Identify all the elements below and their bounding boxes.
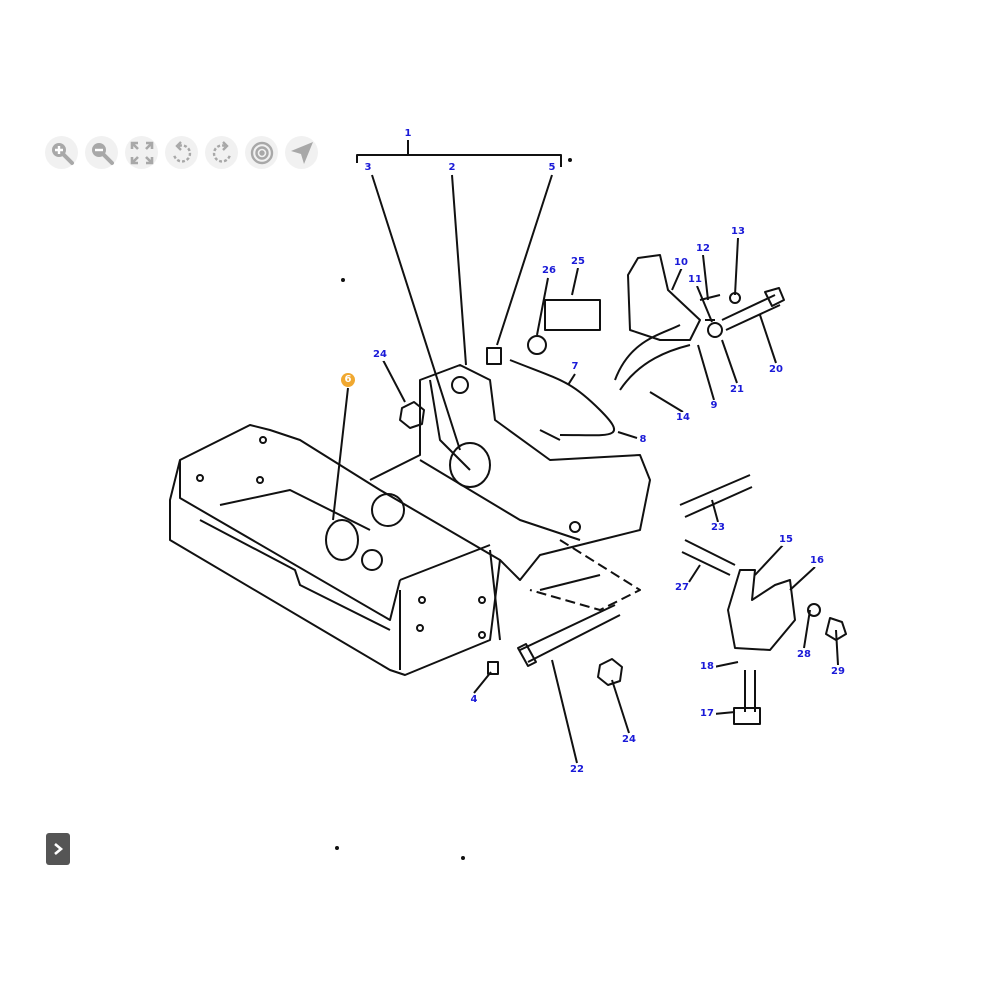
callout-21[interactable]: 21 [728, 384, 746, 396]
callout-23[interactable]: 23 [709, 522, 727, 534]
zoom-in-icon [51, 142, 74, 165]
callout-27[interactable]: 27 [673, 582, 691, 594]
callout-9[interactable]: 9 [708, 400, 720, 412]
zoom-in-button[interactable] [45, 136, 78, 169]
callout-22[interactable]: 22 [568, 764, 586, 776]
callout-10[interactable]: 10 [672, 257, 690, 269]
rotate-left-icon [172, 140, 191, 163]
callout-2[interactable]: 2 [446, 162, 458, 174]
stud-23 [679, 474, 753, 518]
navigate-button[interactable] [285, 136, 318, 169]
zoom-out-icon [91, 142, 114, 165]
callout-24[interactable]: 24 [620, 734, 638, 746]
callout-11[interactable]: 11 [686, 274, 704, 286]
callout-15[interactable]: 15 [777, 534, 795, 546]
callout-7[interactable]: 7 [569, 361, 581, 373]
callout-20[interactable]: 20 [767, 364, 785, 376]
callout-17[interactable]: 17 [698, 708, 716, 720]
callout-26[interactable]: 26 [540, 265, 558, 277]
viewer-toolbar [45, 136, 318, 169]
callout-16[interactable]: 16 [808, 555, 826, 567]
callout-6[interactable]: 6 [341, 373, 355, 387]
callout-29[interactable]: 29 [829, 666, 847, 678]
callout-4[interactable]: 4 [468, 694, 480, 706]
target-icon [250, 141, 273, 164]
bolt-17 [744, 670, 756, 712]
rotate-right-button[interactable] [205, 136, 238, 169]
expand-icon [130, 141, 153, 164]
callout-8[interactable]: 8 [637, 434, 649, 446]
callout-28[interactable]: 28 [795, 649, 813, 661]
group-bracket [356, 140, 562, 167]
callout-14[interactable]: 14 [674, 412, 692, 424]
callout-18[interactable]: 18 [698, 661, 716, 673]
callout-5[interactable]: 5 [546, 162, 558, 174]
bolt-22 [519, 604, 621, 663]
zoom-out-button[interactable] [85, 136, 118, 169]
navigation-arrow-icon [290, 141, 313, 164]
bolt-20 [721, 294, 781, 331]
callout-25[interactable]: 25 [569, 256, 587, 268]
fit-screen-button[interactable] [125, 136, 158, 169]
callout-24[interactable]: 24 [371, 349, 389, 361]
stud-27 [681, 539, 736, 576]
rotate-right-icon [212, 140, 231, 163]
callout-13[interactable]: 13 [729, 226, 747, 238]
chevron-right-icon [54, 843, 64, 855]
callout-12[interactable]: 12 [694, 243, 712, 255]
callout-3[interactable]: 3 [362, 162, 374, 174]
callout-1[interactable]: 1 [402, 128, 414, 140]
next-page-button[interactable] [46, 833, 70, 865]
rotate-left-button[interactable] [165, 136, 198, 169]
frame-body [169, 424, 501, 676]
center-button[interactable] [245, 136, 278, 169]
